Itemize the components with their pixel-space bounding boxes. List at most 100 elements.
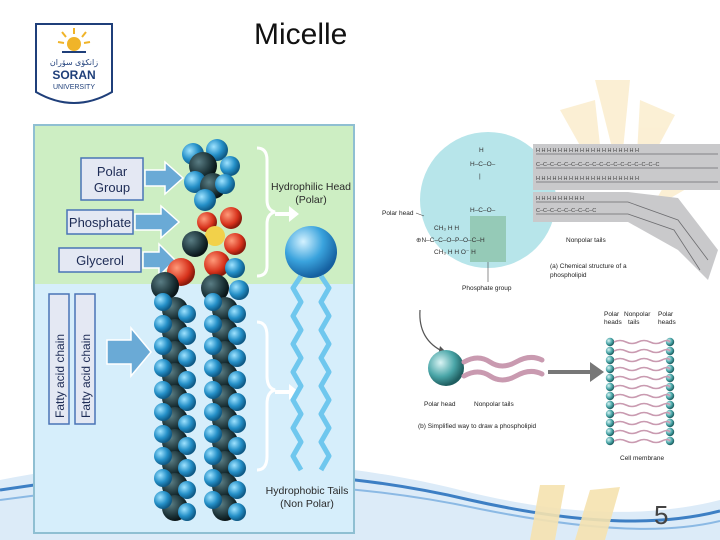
- hydrogen-atom: [228, 503, 246, 521]
- svg-text:Glycerol: Glycerol: [76, 253, 124, 268]
- fatty-acid-chain-1-atoms: [154, 293, 196, 521]
- hydrogen-atom: [228, 305, 246, 323]
- hydrogen-atom: [204, 359, 222, 377]
- caption-a-line2: phospholipid: [550, 272, 587, 279]
- svg-text:H H H H H H H H H: H H H H H H H H H: [536, 196, 584, 202]
- hydrogen-atom: [154, 315, 172, 333]
- hydrogen-atom: [178, 437, 196, 455]
- simplified-head-sphere: [428, 350, 464, 386]
- polar-head-circle: [420, 132, 556, 268]
- cell-membrane-label: Cell membrane: [620, 455, 664, 462]
- arrow-right-icon: [144, 160, 185, 196]
- hydrogen-atom: [204, 337, 222, 355]
- curved-arrow-icon: [419, 309, 445, 353]
- svg-text:CH₃ H H O⁻ H: CH₃ H H O⁻ H: [434, 249, 476, 256]
- membrane-head: [605, 409, 615, 419]
- polar-group-label: Polar Group: [80, 157, 144, 201]
- membrane-head: [605, 355, 615, 365]
- svg-text:H–C–O–: H–C–O–: [470, 161, 496, 168]
- membrane-tail: [613, 393, 671, 399]
- arrow-right-icon: [548, 362, 604, 382]
- zigzag-tail-left: [290, 274, 304, 472]
- chemical-formula: H H–C–O– | H–C–O– CH₃ H H ⊕N–C–C–O–P–O–C…: [416, 147, 496, 256]
- membrane-head: [605, 391, 615, 401]
- cell-membrane-bilayer: [605, 337, 675, 446]
- hydrogen-atom: [228, 415, 246, 433]
- svg-text:⊕N–C–C–O–P–O–C–H: ⊕N–C–C–O–P–O–C–H: [416, 237, 485, 244]
- arrow-right-icon: [142, 242, 177, 278]
- membrane-head: [605, 346, 615, 356]
- membrane-head: [605, 418, 615, 428]
- fatty-acid-chain-label-1: Fatty acid chain: [48, 293, 70, 425]
- hydrogen-atom: [228, 481, 246, 499]
- membrane-tail: [613, 402, 671, 408]
- phosphate-group-box: [470, 216, 506, 262]
- hydrogen-atom: [228, 371, 246, 389]
- phosphate-label: Phosphate: [66, 209, 134, 235]
- svg-text:UNIVERSITY: UNIVERSITY: [53, 84, 95, 91]
- svg-text:Group: Group: [94, 180, 130, 195]
- phospholipid-model-diagram: Polar Group Phosphate Glycerol Fatty aci…: [35, 126, 353, 532]
- hydrogen-atom: [154, 491, 172, 509]
- hydrogen-atom: [154, 337, 172, 355]
- hydrogen-atom: [228, 437, 246, 455]
- membrane-tail: [613, 429, 671, 435]
- phosphate-group-label: Phosphate group: [462, 285, 512, 292]
- hydrogen-atom: [178, 503, 196, 521]
- membrane-head: [605, 364, 615, 374]
- hydrogen-atom: [154, 425, 172, 443]
- hydrogen-atom: [204, 447, 222, 465]
- svg-text:H H H H H H H H H H H H H H H: H H H H H H H H H H H H H H H H H H H: [536, 176, 639, 182]
- hydrogen-atom: [228, 327, 246, 345]
- membrane-head: [605, 427, 615, 437]
- nonpolar-tails-label: Nonpolar tails: [566, 237, 606, 244]
- nonpolar-tails-chains: H H H H H H H H H H H H H H H H H H H C–…: [533, 144, 720, 280]
- membrane-tail: [613, 357, 671, 363]
- svg-text:Fatty acid chain: Fatty acid chain: [79, 334, 93, 418]
- membrane-tail: [613, 366, 671, 372]
- membrane-tail: [613, 348, 671, 354]
- svg-text:SORAN: SORAN: [52, 68, 95, 82]
- arrow-right-icon: [134, 204, 181, 240]
- glycerol-label: Glycerol: [58, 247, 142, 273]
- zigzag-tail-right: [318, 274, 332, 472]
- membrane-head: [605, 382, 615, 392]
- arrow-right-icon: [106, 325, 152, 379]
- membrane-nonpolar-tails-label-b: tails: [628, 319, 640, 326]
- phospholipid-structure-panel: H H–C–O– | H–C–O– CH₃ H H ⊕N–C–C–O–P–O–C…: [378, 130, 720, 470]
- hydrogen-atom: [178, 371, 196, 389]
- membrane-tail: [613, 420, 671, 426]
- membrane-head: [605, 337, 615, 347]
- hydrogen-atom: [204, 469, 222, 487]
- slide-title: Micelle: [254, 18, 348, 51]
- membrane-nonpolar-tails-label-a: Nonpolar: [624, 311, 651, 318]
- svg-text:Polar: Polar: [97, 164, 128, 179]
- membrane-tail: [613, 384, 671, 390]
- caption-b: (b) Simplified way to draw a phospholipi…: [418, 423, 537, 430]
- caption-a-line1: (a) Chemical structure of a: [550, 263, 627, 270]
- hydrogen-atom: [228, 349, 246, 367]
- nonpolar-tails-b-label: Nonpolar tails: [474, 401, 514, 408]
- membrane-tail: [613, 411, 671, 417]
- svg-text:Phosphate: Phosphate: [69, 215, 131, 230]
- hydrogen-atom: [154, 381, 172, 399]
- membrane-polar-heads-label-1b: heads: [604, 319, 622, 326]
- svg-text:C–C–C–C–C–C–C–C–C–C–C–C–C–C–C–: C–C–C–C–C–C–C–C–C–C–C–C–C–C–C–C–C–C: [536, 162, 660, 168]
- hydrogen-atom: [228, 393, 246, 411]
- polar-head-b-label: Polar head: [424, 401, 456, 408]
- hydrogen-atom: [204, 491, 222, 509]
- page-number: 5: [654, 500, 669, 530]
- svg-text:|: |: [479, 173, 481, 180]
- hydrogen-atom: [204, 293, 222, 311]
- soran-university-logo: زانكۆی سۆران SORAN UNIVERSITY: [35, 23, 113, 104]
- hydrogen-atom: [204, 381, 222, 399]
- hydrogen-atom: [154, 403, 172, 421]
- hydrogen-atom: [154, 359, 172, 377]
- hydrogen-atom: [204, 425, 222, 443]
- hydrophobic-tails-label: Hydrophobic Tails: [266, 485, 349, 497]
- polar-head-label: Polar head: [382, 210, 414, 217]
- svg-text:H H H H H H H H H H H H H H H: H H H H H H H H H H H H H H H H H H H: [536, 148, 639, 154]
- hydrogen-atom: [154, 293, 172, 311]
- membrane-tail: [613, 339, 671, 345]
